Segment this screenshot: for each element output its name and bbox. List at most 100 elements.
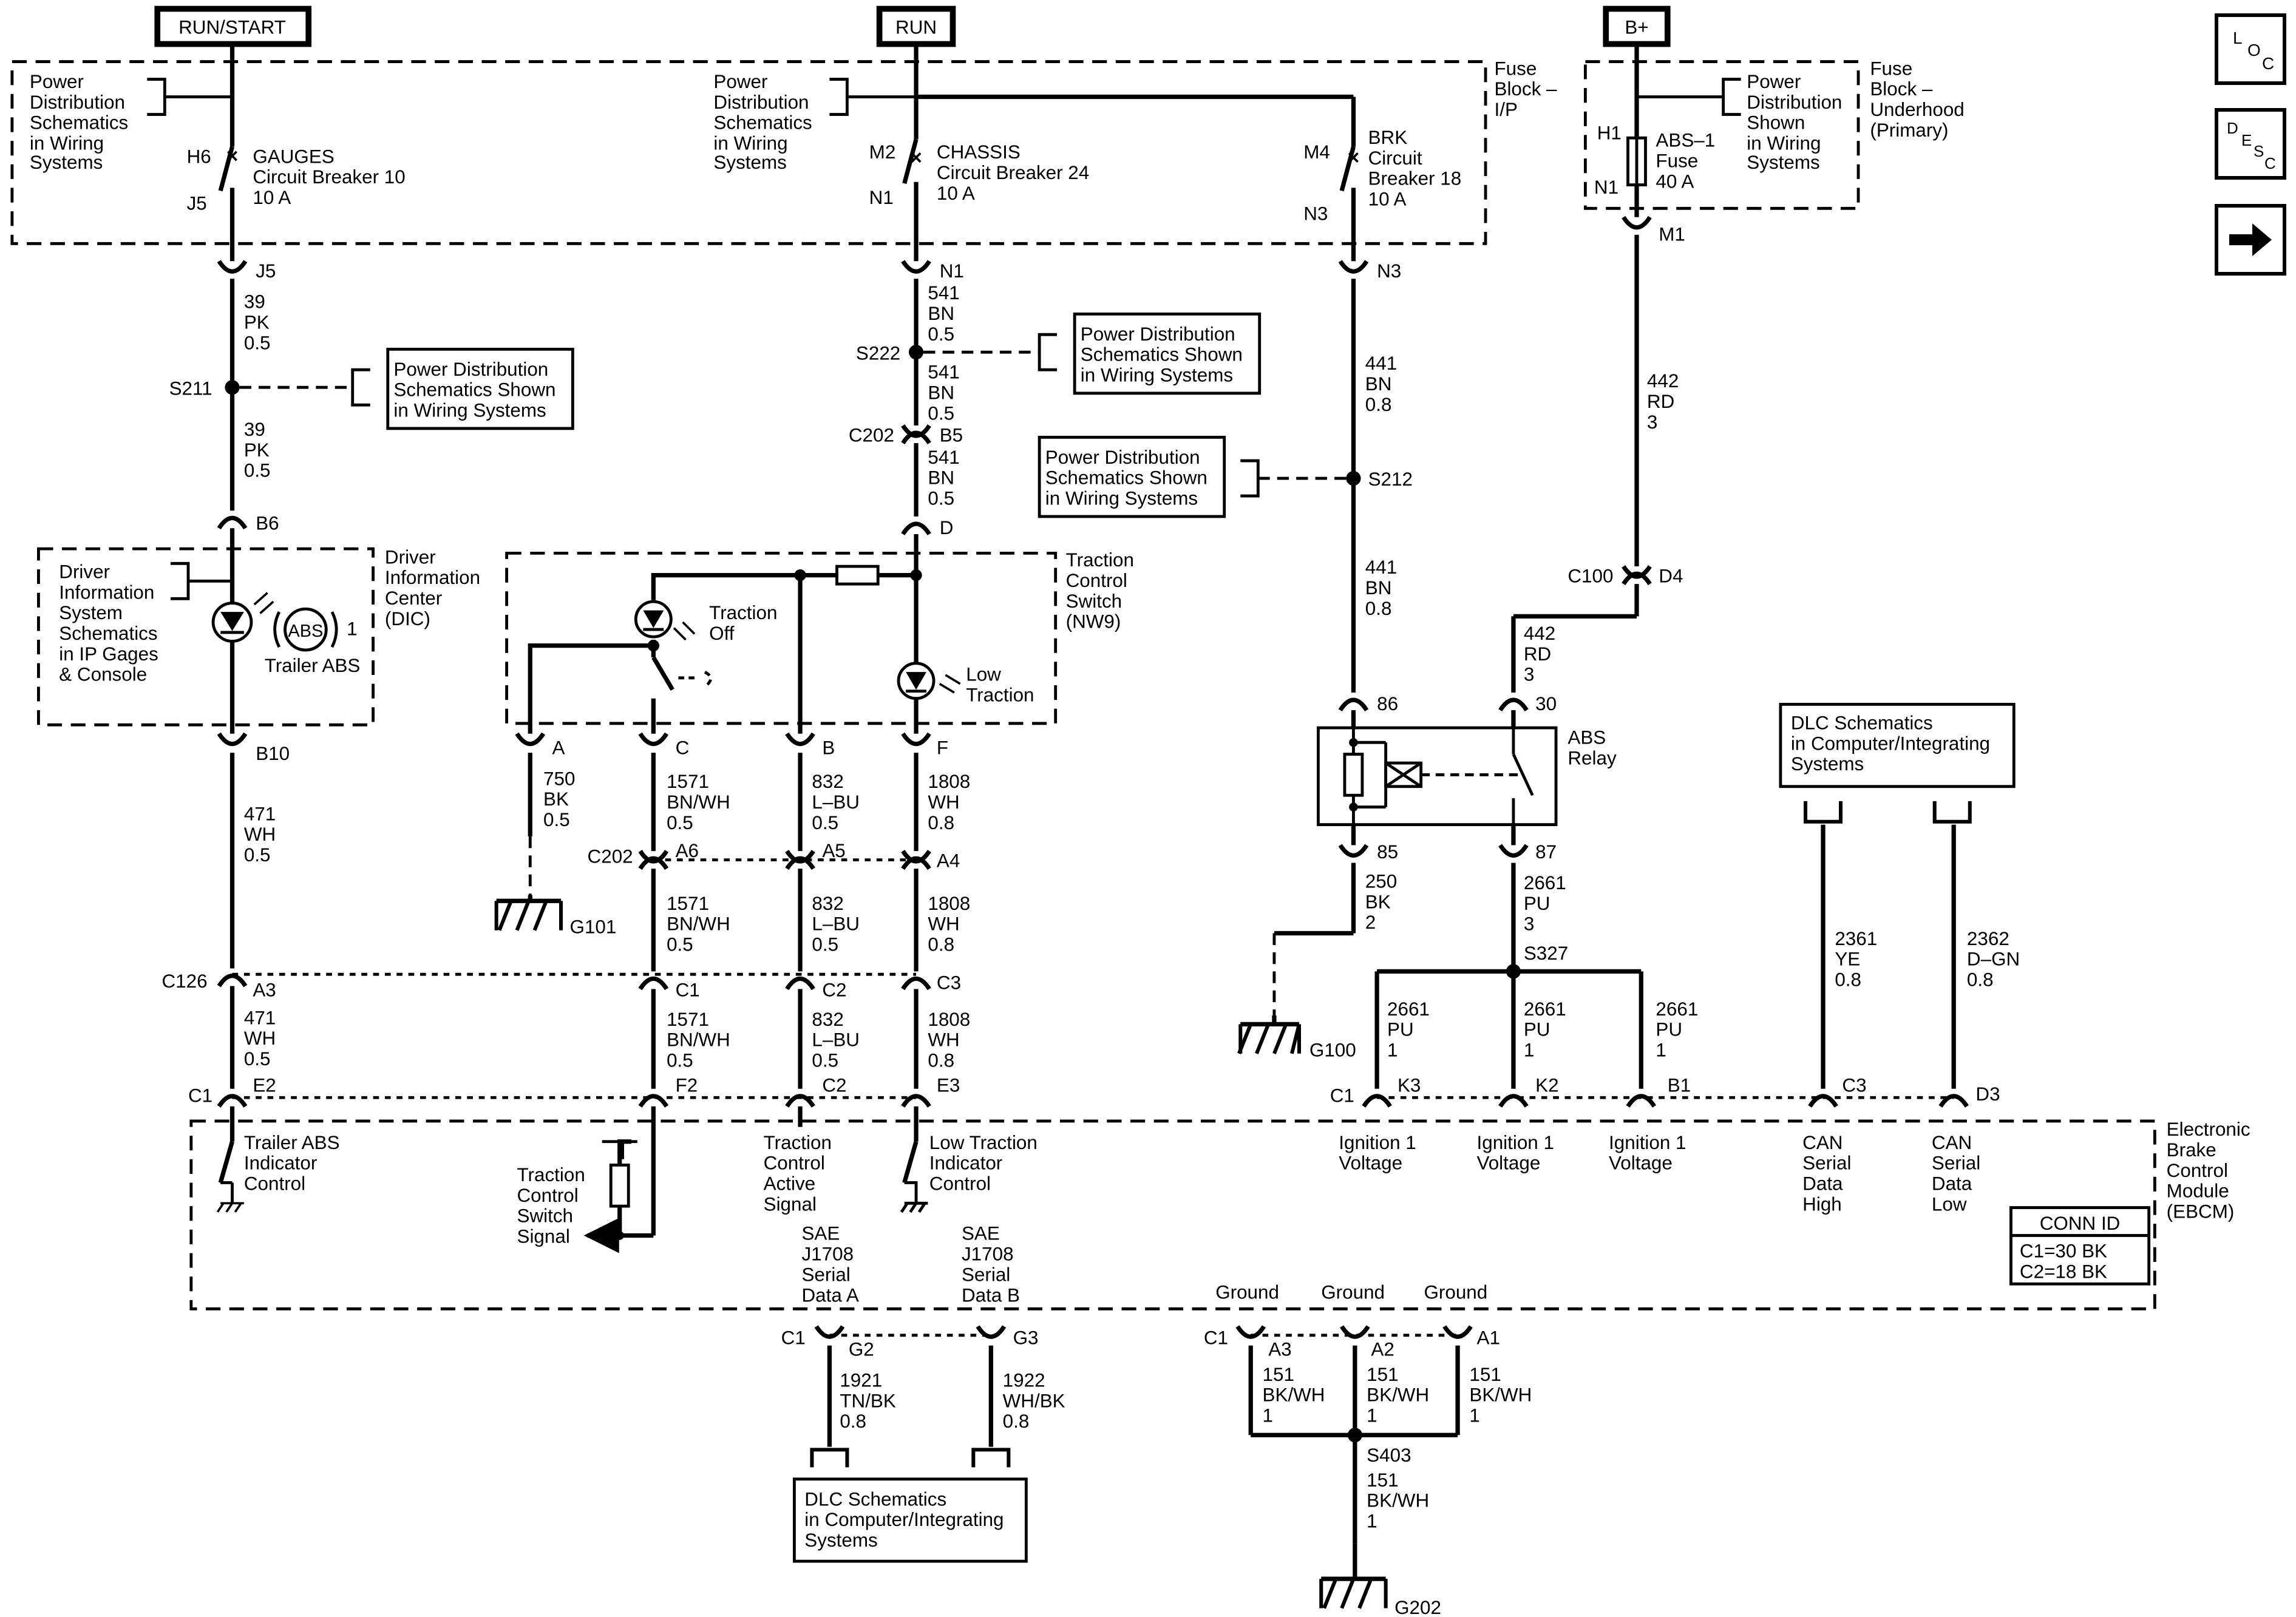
w441u-3: 0.8 [1365, 394, 1392, 415]
ign2-1: Ignition 1 [1477, 1132, 1554, 1153]
gauges-cb: Circuit Breaker 10 [253, 166, 405, 188]
loc-button[interactable]: L O C [2215, 13, 2286, 85]
dlc-ref-box-top: DLC Schematics in Computer/Integrating S… [1779, 702, 2016, 824]
dlc-top-1: DLC Schematics [1791, 712, 1933, 733]
pdb1-2: Schematics Shown [393, 379, 555, 401]
fbu-3: Underhood [1870, 99, 1964, 120]
pdr-2: Distribution [1747, 92, 1842, 113]
ground-g202-icon [1319, 1544, 1388, 1609]
ign3-1: Ignition 1 [1609, 1132, 1686, 1153]
ebcm-trailer-abs-ctrl: Trailer ABS Indicator Control [244, 1132, 340, 1195]
w151a-1: 151 [1263, 1364, 1294, 1385]
w151b-1: 151 [1367, 1364, 1398, 1385]
brk-circuit: Circuit [1368, 147, 1422, 169]
w441l-1: 441 [1365, 557, 1397, 578]
w1921-3: 0.8 [840, 1411, 866, 1432]
pin-b10: B10 [256, 743, 290, 764]
w442l-2: RD [1524, 643, 1551, 665]
w2661m-1: 2661 [1524, 872, 1566, 893]
dic-ref-2: Information [59, 581, 154, 603]
pin-n1-fuse: N1 [1594, 177, 1618, 198]
pin-c2-c126: C2 [822, 979, 846, 1000]
dic-ref: Driver Information System Schematics in … [59, 561, 158, 685]
abs-relay [1317, 726, 1558, 827]
pin-e2: E2 [253, 1075, 276, 1096]
loc-l: L [2233, 29, 2243, 47]
tcs-resistor-icon [835, 564, 880, 586]
pin-a1: A1 [1477, 1327, 1500, 1348]
pin-c1-c126: C1 [676, 979, 700, 1000]
ebcm-title-5: (EBCM) [2167, 1201, 2235, 1222]
w1808b-1: 1808 [928, 893, 970, 914]
next-arrow-button[interactable] [2215, 204, 2286, 276]
pd-mid-4: in Wiring [713, 133, 787, 154]
wire-151-a2: 151 BK/WH 1 [1367, 1364, 1429, 1426]
canl-1: CAN [1932, 1132, 1972, 1153]
pin-k2: K2 [1535, 1075, 1558, 1096]
w1922-3: 0.8 [1003, 1411, 1030, 1432]
w541a-2: BN [928, 303, 954, 324]
w442u-1: 442 [1647, 370, 1679, 392]
desc-button[interactable]: D E S C [2215, 108, 2286, 180]
pin-87: 87 [1535, 841, 1557, 863]
ebcm-ign-k3: Ignition 1 Voltage [1339, 1132, 1416, 1174]
w442u-2: RD [1647, 391, 1674, 412]
pin-h6: H6 [187, 146, 211, 167]
wire-2661-k2: 2661 PU 1 [1524, 998, 1566, 1061]
w1571b-2: BN/WH [667, 914, 730, 935]
conn-id-table: CONN ID C1=30 BK C2=18 BK [2009, 1206, 2151, 1286]
w1808a-3: 0.8 [928, 812, 954, 833]
ebcm-sae-a: SAE J1708 Serial Data A [801, 1223, 858, 1306]
pin-a5: A5 [822, 840, 845, 861]
pdb2-3: in Wiring Systems [1081, 365, 1233, 386]
ground-g101-icon [494, 895, 563, 931]
ltc-3: Control [929, 1173, 991, 1195]
pdr-4: in Wiring [1747, 133, 1821, 154]
w1808b-2: WH [928, 914, 959, 935]
wire-1571-c: 1571 BN/WH 0.5 [667, 1009, 730, 1071]
saeb-2: J1708 [962, 1244, 1014, 1265]
w1808c-2: WH [928, 1029, 959, 1051]
power-dist-box-s222: Power Distribution Schematics Shown in W… [1073, 312, 1262, 395]
w2362-3: 0.8 [1967, 969, 1994, 991]
w1571b-3: 0.5 [667, 934, 693, 955]
dic-outline [37, 547, 375, 727]
tcs-outline [505, 551, 1058, 725]
fuse-abs1-label: ABS–1 Fuse 40 A [1656, 130, 1715, 192]
w1808a-2: WH [928, 792, 959, 813]
w2661c-3: 1 [1656, 1040, 1666, 1061]
w151a-3: 1 [1263, 1405, 1273, 1426]
pin-a3-gnd: A3 [1268, 1339, 1291, 1360]
desc-e: E [2241, 131, 2252, 149]
conn-c1-left: C1 [188, 1085, 212, 1106]
ltc-1: Low Traction [929, 1132, 1038, 1153]
wire-1922: 1922 WH/BK 0.8 [1003, 1369, 1065, 1432]
tcs-title-1: Traction [1066, 549, 1134, 571]
w151b-3: 1 [1367, 1405, 1377, 1426]
conn-id-row2: C2=18 BK [2020, 1261, 2107, 1283]
chassis-amp: 10 A [937, 183, 975, 204]
w1808a-1: 1808 [928, 771, 970, 792]
canh-1: CAN [1802, 1132, 1843, 1153]
wire-442-upper: 442 RD 3 [1647, 370, 1679, 433]
conn-id-row1: C1=30 BK [2020, 1241, 2107, 1262]
abs-relay-title: ABS Relay [1567, 727, 1617, 769]
wire-1921: 1921 TN/BK 0.8 [840, 1369, 896, 1432]
canl-2: Serial [1932, 1153, 1980, 1174]
pd-left-2: Distribution [30, 92, 125, 113]
w151c-3: 1 [1469, 1405, 1479, 1426]
w832a-3: 0.5 [812, 812, 838, 833]
w471l-1: 471 [244, 1007, 276, 1028]
pin-n1-inner: N1 [869, 187, 894, 208]
w2361-2: YE [1835, 949, 1860, 970]
w39l-1: 39 [244, 419, 265, 440]
w1571b-1: 1571 [667, 893, 709, 914]
pin-n1: N1 [940, 260, 964, 282]
w250-1: 250 [1365, 871, 1397, 892]
pin-a4: A4 [937, 850, 960, 872]
w2661b-3: 1 [1524, 1040, 1534, 1061]
w39u-3: 0.5 [244, 332, 271, 353]
dlc-bottom-2: in Computer/Integrating [804, 1509, 1004, 1530]
pin-g3: G3 [1013, 1327, 1039, 1348]
traction-off-led-icon [634, 600, 696, 641]
